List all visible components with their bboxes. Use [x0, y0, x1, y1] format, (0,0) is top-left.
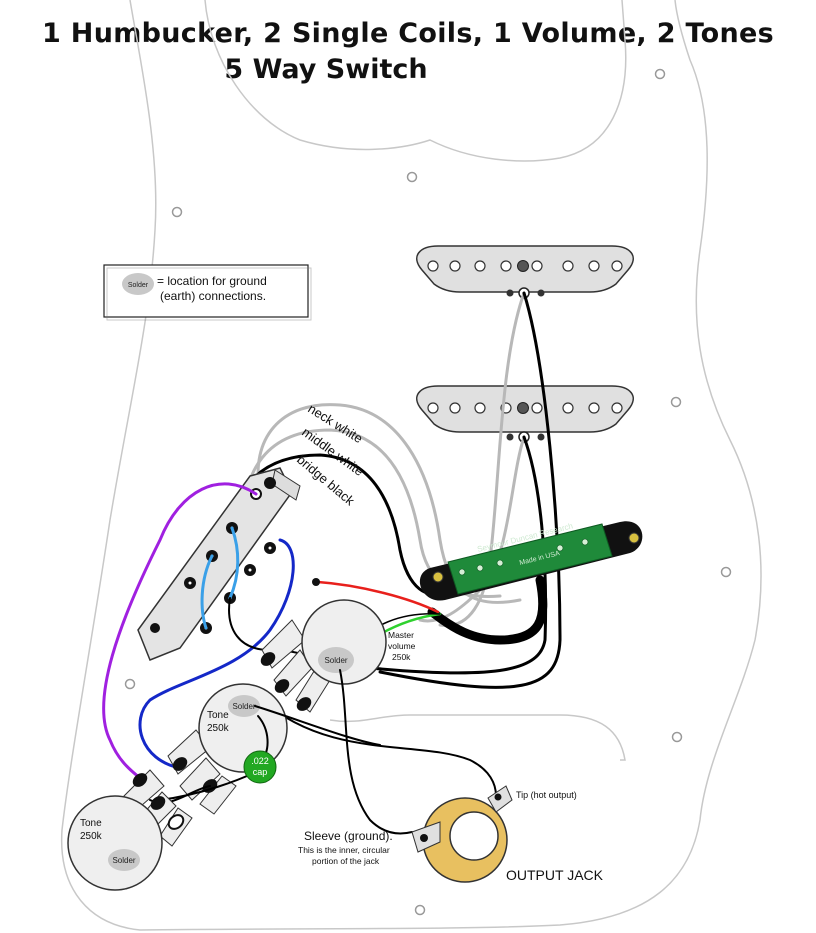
- tone-upper-label-2: 250k: [207, 723, 230, 734]
- output-jack: Tip (hot output) Sleeve (ground). This i…: [298, 785, 604, 883]
- legend-box: Solder = location for ground (earth) con…: [103, 264, 312, 321]
- jack-sleeve-title: Sleeve (ground).: [304, 829, 393, 843]
- neck-single-coil: [416, 245, 634, 299]
- humbucker-pickup: Seymour Duncan Research Made in USA: [419, 521, 643, 601]
- tone-upper-label-1: Tone: [207, 710, 229, 721]
- tone-lower-solder: Solder: [112, 856, 135, 865]
- tone-lower-label-1: Tone: [80, 818, 102, 829]
- pickguard-outline: [60, 0, 762, 931]
- purple-wire: [102, 482, 258, 780]
- volume-label-1: Master: [388, 630, 414, 640]
- diagram-title-line1: 1 Humbucker, 2 Single Coils, 1 Volume, 2…: [42, 18, 774, 49]
- jack-label: OUTPUT JACK: [506, 867, 604, 883]
- humbucker-cable: [427, 575, 548, 645]
- legend-line2: (earth) connections.: [160, 289, 266, 303]
- jack-tip-label: Tip (hot output): [516, 790, 577, 800]
- volume-label-3: 250k: [392, 652, 411, 662]
- cap-label-1: .022: [251, 756, 269, 766]
- pickguard-control-cutout: [329, 714, 626, 761]
- solder-badge-text: Solder: [128, 282, 149, 289]
- cap-label-2: cap: [253, 767, 268, 777]
- screw-holes: [124, 68, 732, 916]
- tone-upper-solder: Solder: [232, 702, 255, 711]
- tone-lower-label-2: 250k: [80, 831, 103, 842]
- capacitor: .022 cap: [243, 750, 277, 784]
- tone-pot-upper: Solder Tone 250k: [167, 683, 288, 815]
- diagram-title-line2: 5 Way Switch: [224, 54, 428, 85]
- jack-sleeve-line2: portion of the jack: [312, 856, 380, 866]
- middle-single-coil: [416, 385, 634, 443]
- tone-pot-lower: Solder Tone 250k: [67, 769, 193, 891]
- jack-sleeve-line1: This is the inner, circular: [298, 845, 390, 855]
- blue-wire: [138, 538, 295, 770]
- master-volume-pot: Solder Master volume 250k: [260, 599, 416, 713]
- volume-solder: Solder: [324, 656, 347, 665]
- solder-badge: [122, 273, 154, 295]
- volume-label-2: volume: [388, 641, 416, 651]
- five-way-switch: [137, 467, 301, 661]
- switch-jumper-wires: [200, 526, 240, 630]
- pickguard-upper-curve: [204, 0, 627, 162]
- volume-output-wires: [261, 669, 497, 835]
- legend-line1: = location for ground: [157, 274, 267, 288]
